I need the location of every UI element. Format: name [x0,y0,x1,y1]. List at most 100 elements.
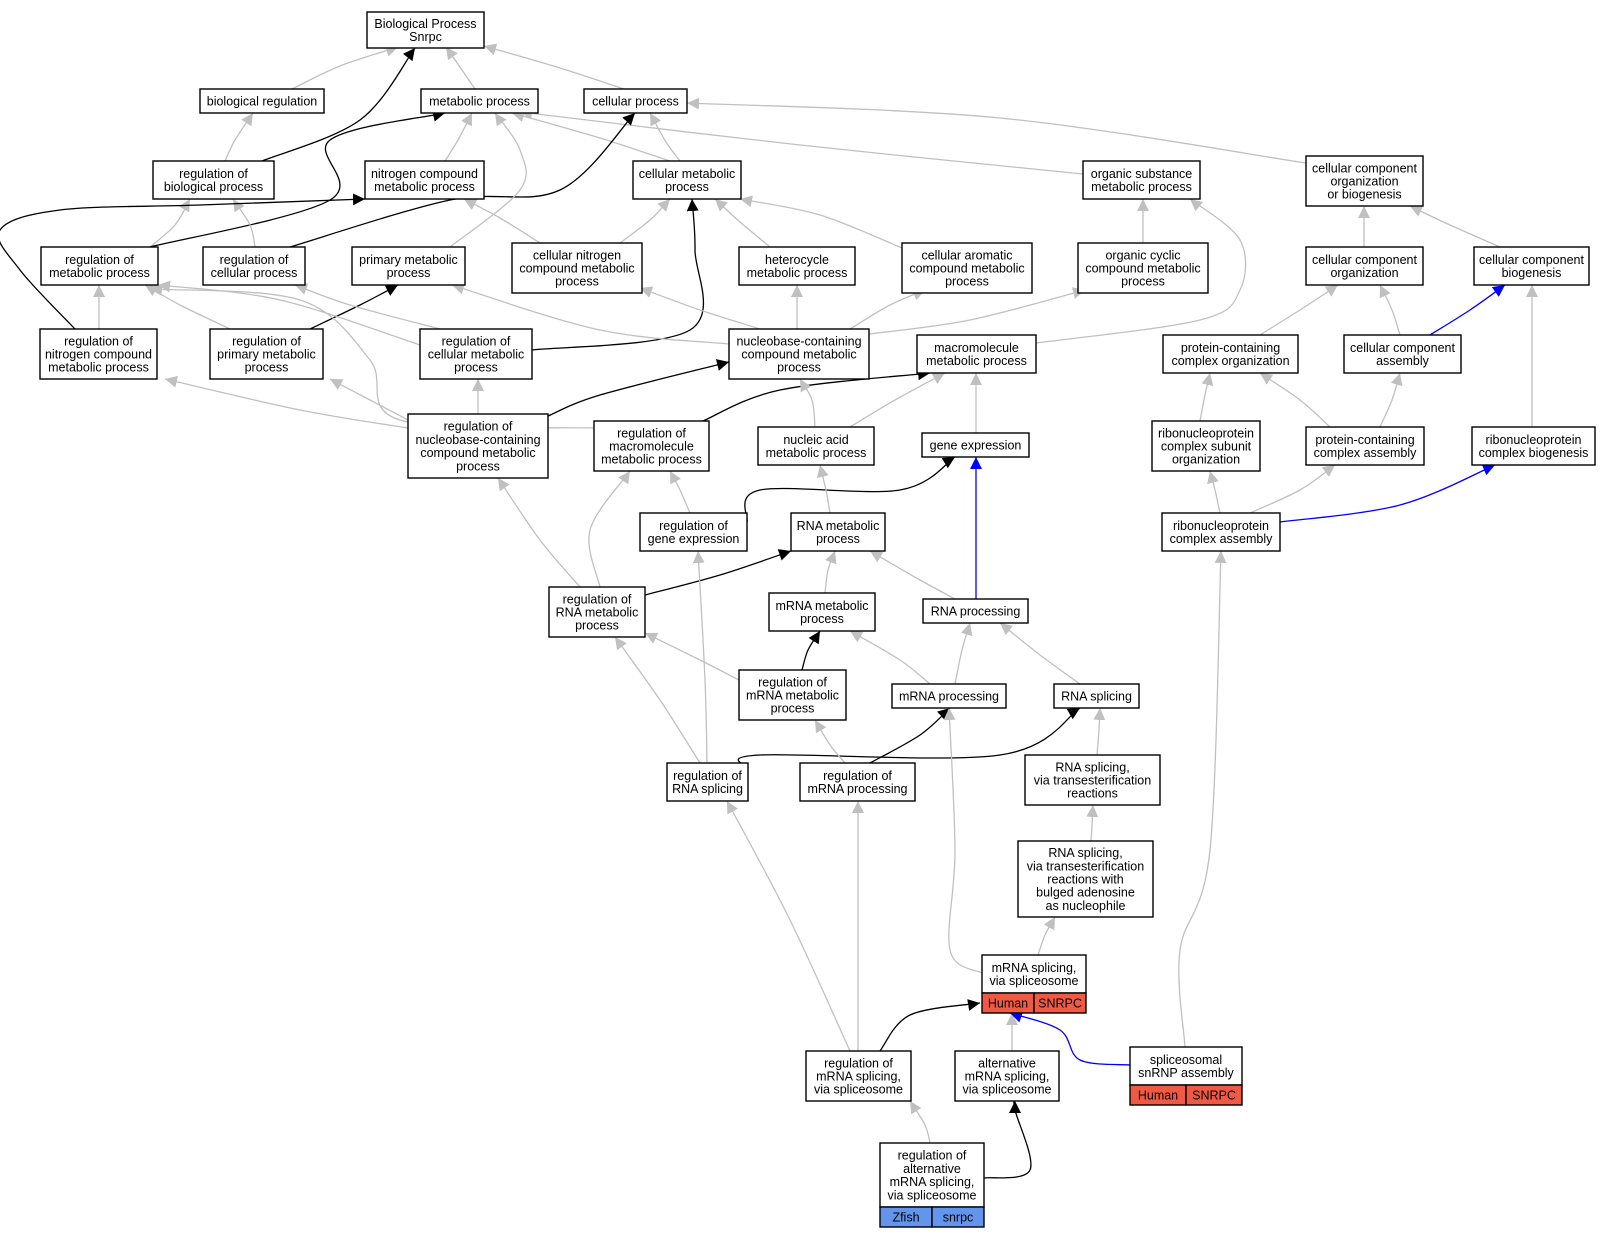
go-term-label-line: Biological Process [374,17,476,31]
go-term-label-line: cellular component [1312,253,1417,267]
go-term-node-metab[interactable]: metabolic process [420,88,539,114]
edge-is-a-mrnametab-to-rnametab [824,550,837,594]
go-term-label-line: cellular aromatic [921,248,1012,262]
go-term-label-line: metabolic process [429,95,530,109]
go-term-node-mrnaproc[interactable]: mRNA processing [891,683,1007,709]
go-term-label-line: nitrogen compound [45,348,152,362]
go-term-label-line: spliceosomal [1150,1053,1222,1067]
species-badge-human [1185,1084,1243,1106]
edge-is-a-regnucbase-to-regprim [329,378,409,421]
edge-is-a-regrnametab-to-regmacro [588,470,631,588]
go-term-node-rnasplicetrans[interactable]: RNA splicing,via transesterificationreac… [1024,754,1161,806]
go-term-node-rnasplicebulged[interactable]: RNA splicing,via transesterificationreac… [1017,840,1154,918]
go-term-label-line: mRNA metabolic [775,599,868,613]
edge-is-a-cellarom-to-cellmetab [739,195,903,249]
edge-is-a-reggeneexp-to-regmacro [669,470,691,514]
go-term-label-line: nitrogen compound [371,167,478,181]
go-term-box [209,328,324,380]
edge-is-a-regcell-to-regbio [232,198,256,248]
edge-part-of-rnpasm-to-rnpbio [1279,464,1496,523]
go-term-label-line: cellular nitrogen [533,248,621,262]
go-term-label-line: alternative [903,1162,961,1176]
edge-is-a-mrnaproc-to-mrnametab [849,630,931,685]
go-term-node-regnucbase[interactable]: regulation ofnucleobase-containingcompou… [407,413,549,479]
go-term-label-line: RNA metabolic [556,606,639,620]
go-term-label-line: RNA processing [931,605,1021,619]
edge-regulates-regmrnametab-to-mrnametab [801,630,821,671]
go-term-label-line: mRNA splicing, [816,1070,901,1084]
edge-is-a-cellnitro-to-nitro [463,198,541,244]
go-term-node-cellproc[interactable]: cellular process [583,88,688,114]
edge-regulates-regmetab-to-metab [149,109,446,248]
edge-regulates-regrnametab-to-rnametab [644,549,792,596]
go-term-label-line: bulged adenosine [1036,886,1135,900]
go-term-label-line: complex biogenesis [1479,446,1589,460]
edge-is-a-regcellmetab-to-regcell [294,283,441,330]
go-term-node-rnasplice[interactable]: RNA splicing [1053,683,1140,709]
go-term-label-line: regulation of [65,253,134,267]
go-term-box [879,1142,985,1208]
go-term-label-line: compound metabolic [420,446,535,460]
go-term-label-line: process [456,459,500,473]
go-term-node-rnaproc[interactable]: RNA processing [922,598,1029,624]
go-term-box [1151,420,1261,472]
edge-regulates-regprim-to-primmetab [309,284,399,330]
go-term-box [1305,426,1425,466]
go-term-label-line: mRNA splicing, [890,1175,975,1189]
edge-is-a-nitro-to-metab [444,112,473,162]
go-term-label-line: process [1121,275,1165,289]
go-term-box [738,246,856,286]
edge-is-a-snrnp-to-rnpasm [1178,550,1227,1048]
edge-regulates-regmacro-to-macro [702,368,931,422]
go-term-node-bioreg[interactable]: biological regulation [199,88,325,114]
go-term-label-line: assembly [1376,354,1430,368]
go-term-box [1473,246,1590,286]
go-term-box [366,11,485,49]
go-term-box [407,413,549,479]
go-term-node-geneexp[interactable]: gene expression [921,432,1030,458]
edge-is-a-mrnasplice-to-rnasplicebulged [1037,916,1056,956]
go-term-label-line: process [816,532,860,546]
